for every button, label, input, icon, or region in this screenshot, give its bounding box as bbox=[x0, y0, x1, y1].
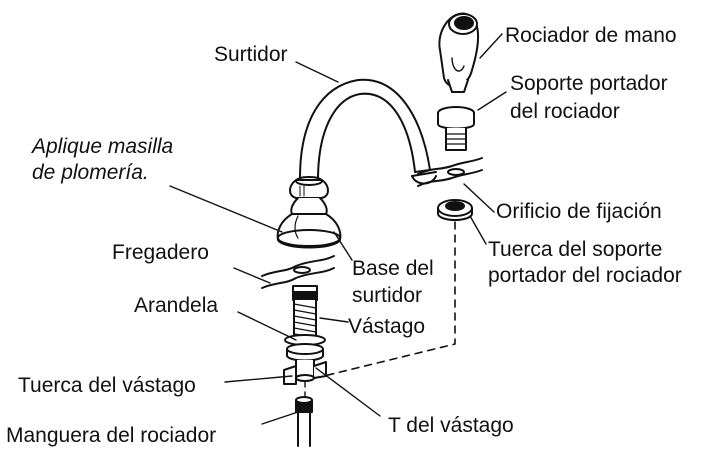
hand-sprayer-drawing bbox=[438, 12, 480, 93]
label-spout-base-line1: Base del bbox=[352, 257, 434, 280]
sprayer-holder-drawing bbox=[437, 106, 475, 151]
stem-drawing bbox=[284, 285, 326, 362]
label-plumbers-putty-line2: de plomería. bbox=[32, 161, 149, 184]
sink-fragment-right bbox=[417, 157, 483, 187]
holder-nut-drawing bbox=[437, 199, 473, 221]
label-plumbers-putty-line1: Aplique masilla bbox=[32, 135, 174, 158]
label-holder-nut-line1: Tuerca del soporte bbox=[488, 238, 663, 261]
label-stem-tee: T del vástago bbox=[388, 414, 514, 437]
label-stem-nut: Tuerca del vástago bbox=[18, 374, 196, 397]
label-sprayer-holder-line1: Soporte portador bbox=[510, 72, 668, 95]
spout-gooseneck bbox=[299, 78, 437, 185]
stem-tee-drawing bbox=[283, 359, 327, 385]
label-holder-nut-line2: portador del rociador bbox=[488, 264, 682, 287]
label-hand-sprayer: Rociador de mano bbox=[505, 24, 677, 47]
label-spout-base-line2: surtidor bbox=[352, 284, 423, 307]
label-stem: Vástago bbox=[348, 315, 426, 338]
leader-lines bbox=[169, 33, 507, 425]
sink-fragment-left bbox=[261, 255, 335, 289]
label-spout: Surtidor bbox=[214, 43, 288, 66]
label-sink: Fregadero bbox=[112, 241, 209, 264]
spout-body bbox=[276, 176, 342, 249]
label-washer: Arandela bbox=[134, 294, 219, 317]
hose-route-dashed bbox=[323, 221, 456, 377]
label-sprayer-holder-line2: del rociador bbox=[510, 100, 620, 123]
label-mounting-hole: Orificio de fijación bbox=[496, 200, 662, 223]
sprayer-hose-drawing bbox=[295, 396, 313, 447]
label-sprayer-hose: Manguera del rociador bbox=[6, 424, 217, 447]
